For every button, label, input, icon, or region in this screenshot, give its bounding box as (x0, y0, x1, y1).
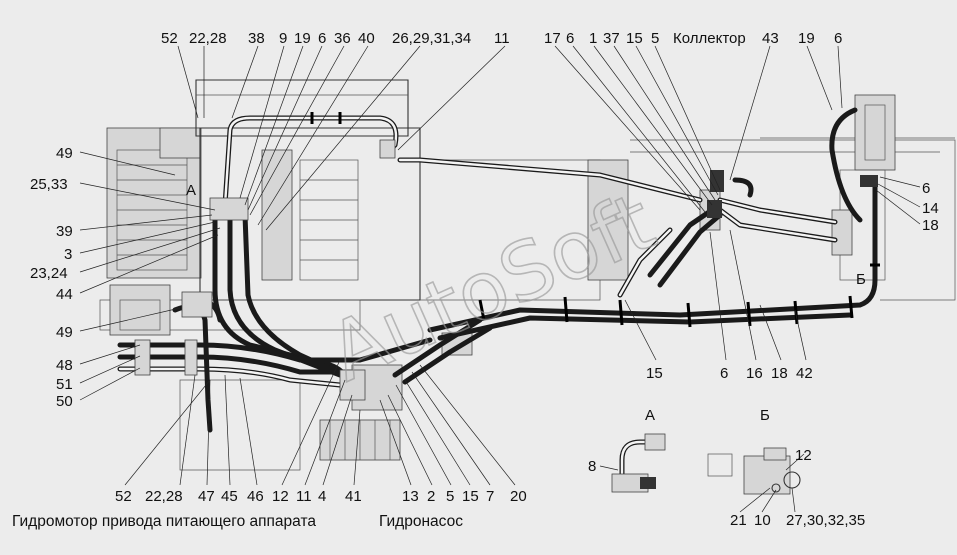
inset-b-connector (707, 447, 805, 513)
label-51: 51 (56, 376, 73, 393)
label-48: 48 (56, 357, 73, 374)
label-50: 50 (56, 393, 73, 410)
left-labels: 49 25,33 39 3 23,24 44 49 48 51 50 (30, 145, 73, 410)
label-18-right: 18 (922, 217, 939, 234)
label-25-33: 25,33 (30, 176, 68, 193)
label-2: 2 (427, 488, 435, 505)
label-15-bottom: 15 (462, 488, 479, 505)
inset-a-title: А (645, 407, 655, 424)
label-39: 39 (56, 223, 73, 240)
label-38: 38 (248, 30, 265, 47)
label-22-28-bottom: 22,28 (145, 488, 183, 505)
label-4: 4 (318, 488, 326, 505)
leader-lines (79, 45, 921, 486)
inset-labels: А 8 Б 12 21 10 27,30,32,35 (588, 407, 865, 529)
label-view-a: А (186, 182, 196, 199)
label-42: 42 (796, 365, 813, 382)
label-37: 37 (603, 30, 620, 47)
label-collector: Коллектор (673, 30, 746, 47)
label-12-bottom: 12 (272, 488, 289, 505)
caption-hydromotor: Гидромотор привода питающего аппарата (12, 513, 316, 530)
label-12-inset: 12 (795, 447, 812, 464)
label-15-top: 15 (626, 30, 643, 47)
label-6-top-left: 6 (318, 30, 326, 47)
label-11-top: 11 (494, 30, 510, 47)
bottom-labels: 52 22,28 47 45 46 12 11 4 41 13 2 5 15 7… (115, 488, 527, 505)
fittings (134, 139, 878, 401)
label-18-middle: 18 (771, 365, 788, 382)
label-15-middle: 15 (646, 365, 663, 382)
label-41: 41 (345, 488, 362, 505)
label-5-top: 5 (651, 30, 659, 47)
label-43: 43 (762, 30, 779, 47)
label-23-24: 23,24 (30, 265, 68, 282)
label-view-b: Б (856, 271, 866, 288)
inset-b-title: Б (760, 407, 770, 424)
hydraulic-hoses (117, 107, 878, 433)
label-19-top-left: 19 (294, 30, 311, 47)
right-labels: 6 14 18 (922, 180, 939, 234)
label-6-top-right: 6 (834, 30, 842, 47)
inset-a-fitting (599, 433, 666, 493)
label-22-28-top: 22,28 (189, 30, 227, 47)
label-21: 21 (730, 512, 747, 529)
hose-clamps (310, 112, 880, 328)
label-9: 9 (279, 30, 287, 47)
label-14: 14 (922, 200, 939, 217)
top-labels: 52 22,28 38 9 19 6 36 40 26,29,31,34 11 … (161, 30, 842, 47)
label-10: 10 (754, 512, 771, 529)
label-47: 47 (198, 488, 215, 505)
label-6-top-mid: 6 (566, 30, 574, 47)
middle-labels: А Б 15 6 16 18 42 (186, 182, 866, 382)
label-13: 13 (402, 488, 419, 505)
label-17: 17 (544, 30, 561, 47)
label-5-bottom: 5 (446, 488, 454, 505)
watermark: AutoSoft (316, 175, 668, 400)
machine-frame (99, 79, 956, 471)
label-52-bottom: 52 (115, 488, 132, 505)
label-49-upper: 49 (56, 145, 73, 162)
label-40: 40 (358, 30, 375, 47)
caption-pump: Гидронасос (379, 513, 463, 530)
label-16: 16 (746, 365, 763, 382)
label-7: 7 (486, 488, 494, 505)
label-45: 45 (221, 488, 238, 505)
label-27-30-32-35: 27,30,32,35 (786, 512, 865, 529)
label-19-top-right: 19 (798, 30, 815, 47)
label-44: 44 (56, 286, 73, 303)
label-52-top: 52 (161, 30, 178, 47)
label-20: 20 (510, 488, 527, 505)
label-49-lower: 49 (56, 324, 73, 341)
captions: Гидромотор привода питающего аппарата Ги… (12, 513, 463, 530)
label-11-bottom: 11 (296, 488, 312, 505)
label-46: 46 (247, 488, 264, 505)
label-6-right: 6 (922, 180, 930, 197)
label-36: 36 (334, 30, 351, 47)
label-1: 1 (589, 30, 597, 47)
label-3: 3 (64, 246, 72, 263)
label-8: 8 (588, 458, 596, 475)
label-6-middle: 6 (720, 365, 728, 382)
label-26-29-31-34: 26,29,31,34 (392, 30, 471, 47)
